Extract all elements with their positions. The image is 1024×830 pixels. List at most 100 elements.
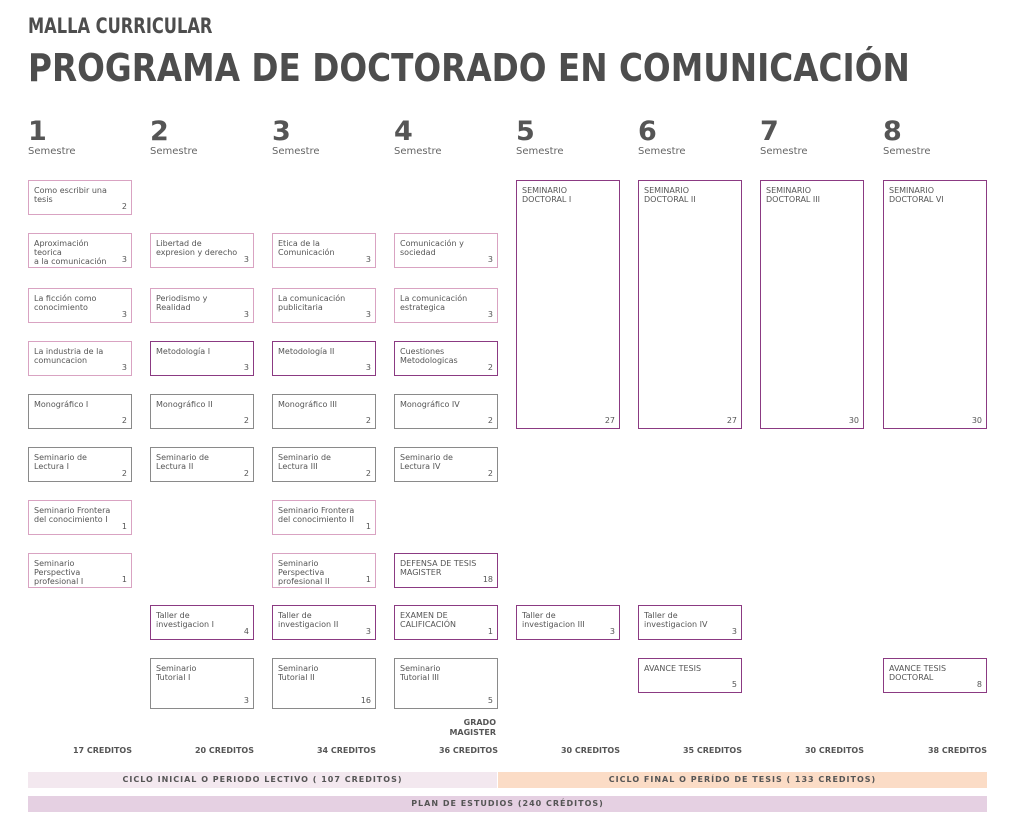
course-credits: 2 [121,416,127,425]
course-name: Taller de investigacion IV [644,611,708,629]
semester-number: 7 [760,116,779,147]
course-credits: 3 [365,310,371,319]
semester-label: Semestre [28,146,76,157]
course-box: Seminario de Lectura I 2 [28,447,132,482]
course-name: Seminario Perspectiva profesional II [278,559,330,586]
course-credits: 2 [487,363,493,372]
course-credits: 5 [487,696,493,705]
course-name: SEMINARIO DOCTORAL III [766,186,821,204]
course-name: SEMINARIO DOCTORAL VI [889,186,944,204]
course-name: Seminario de Lectura IV [400,453,453,471]
course-credits: 18 [482,575,493,584]
semester-label: Semestre [760,146,808,157]
plan-estudios-bar: PLAN DE ESTUDIOS (240 CRÉDITOS) [28,796,987,812]
course-name: Seminario Tutorial I [156,664,197,682]
semester-credits-total: 30 CREDITOS [804,746,864,755]
semester-label: Semestre [394,146,442,157]
semester-label: Semestre [638,146,686,157]
grado-magister-label: GRADO MAGISTER [449,718,496,737]
semester-number: 8 [883,116,902,147]
course-box: La ficción como conocimiento 3 [28,288,132,323]
course-name: Metodología I [156,347,211,356]
course-credits: 1 [365,575,371,584]
semester-credits-total: 35 CREDITOS [682,746,742,755]
course-name: Seminario de Lectura II [156,453,209,471]
course-name: Cuestiones Metodologicas [400,347,458,365]
course-credits: 1 [365,522,371,531]
course-credits: 4 [243,627,249,636]
course-name: SEMINARIO DOCTORAL I [522,186,572,204]
course-credits: 30 [848,416,859,425]
course-name: AVANCE TESIS [644,664,702,673]
course-credits: 30 [971,416,982,425]
course-credits: 16 [360,696,371,705]
course-name: Seminario de Lectura I [34,453,87,471]
semester-label: Semestre [883,146,931,157]
course-credits: 3 [365,363,371,372]
course-name: Seminario de Lectura III [278,453,331,471]
course-name: EXAMEN DE CALIFICACIÓN [400,611,456,629]
course-name: La industria de la comuncacion [34,347,104,365]
course-credits: 27 [726,416,737,425]
course-credits: 3 [121,310,127,319]
course-credits: 3 [731,627,737,636]
page-subtitle: MALLA CURRICULAR [28,14,213,38]
course-name: Seminario Perspectiva profesional I [34,559,84,586]
course-box: SEMINARIO DOCTORAL III 30 [760,180,864,429]
course-name: Seminario Tutorial II [278,664,319,682]
page-title: PROGRAMA DE DOCTORADO EN COMUNICACIÓN [28,46,910,90]
course-name: AVANCE TESIS DOCTORAL [889,664,947,682]
course-name: Monográfico II [156,400,213,409]
semester-credits-total: 36 CREDITOS [438,746,498,755]
course-credits: 2 [121,469,127,478]
course-credits: 3 [487,310,493,319]
course-credits: 1 [121,522,127,531]
semester-credits-total: 17 CREDITOS [72,746,132,755]
course-credits: 3 [121,363,127,372]
course-credits: 3 [243,363,249,372]
course-credits: 3 [121,255,127,264]
course-credits: 3 [243,696,249,705]
course-name: Metodología II [278,347,335,356]
course-name: Libertad de expresion y derecho [156,239,238,257]
course-name: Seminario Tutorial III [400,664,441,682]
course-box: Seminario Perspectiva profesional II 1 [272,553,376,588]
course-credits: 3 [365,255,371,264]
course-box: Metodología I 3 [150,341,254,376]
semester-label: Semestre [150,146,198,157]
semester-credits-total: 38 CREDITOS [927,746,987,755]
course-box: Seminario Tutorial I 3 [150,658,254,709]
semester-number: 4 [394,116,413,147]
course-name: Periodismo y Realidad [156,294,208,312]
course-box: La industria de la comuncacion 3 [28,341,132,376]
course-credits: 3 [243,255,249,264]
course-name: DEFENSA DE TESIS MAGISTER [400,559,477,577]
semester-credits-total: 34 CREDITOS [316,746,376,755]
course-name: La comunicación estrategica [400,294,468,312]
course-name: Como escribir una tesis [34,186,107,204]
course-name: La ficción como conocimiento [34,294,97,312]
course-name: Monográfico IV [400,400,460,409]
course-name: Comunicación y sociedad [400,239,464,257]
semester-credits-total: 30 CREDITOS [560,746,620,755]
